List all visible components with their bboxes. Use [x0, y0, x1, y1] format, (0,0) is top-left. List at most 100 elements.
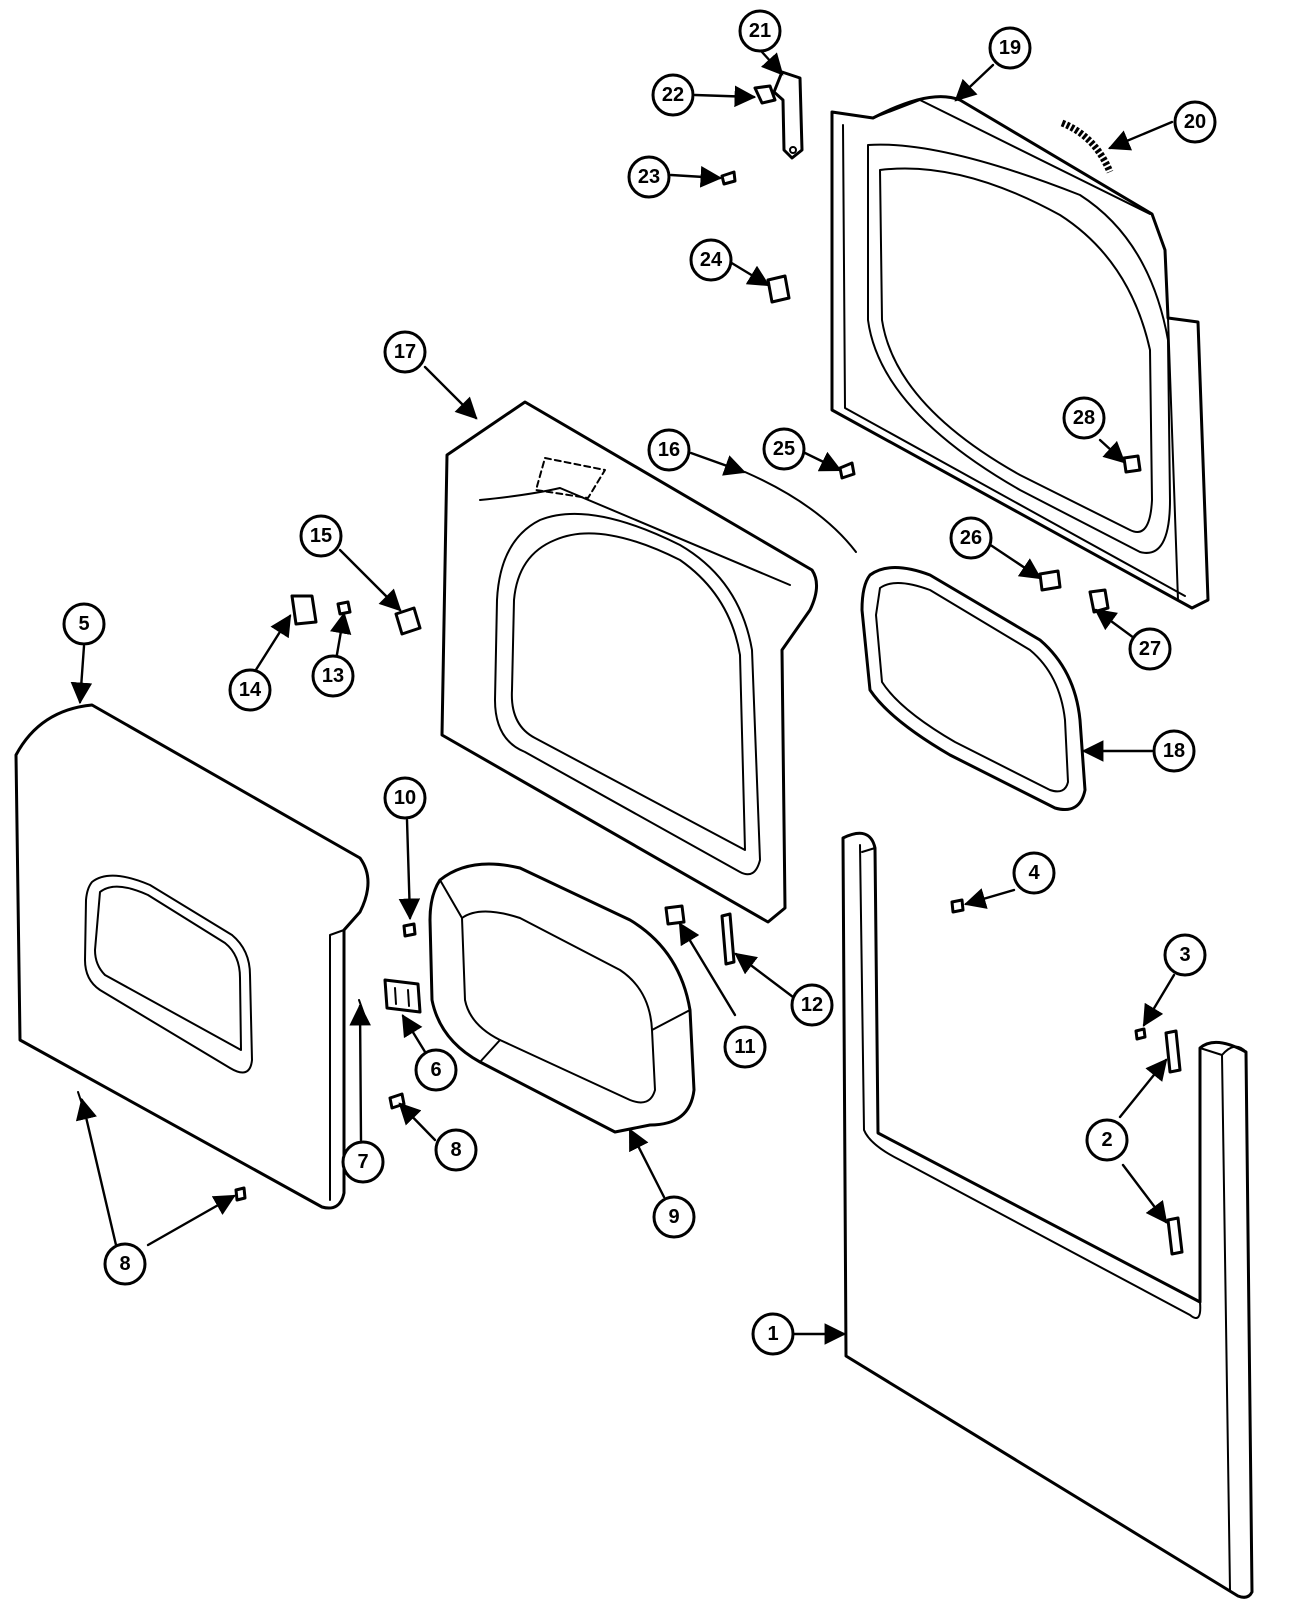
hinge-plate-14 — [290, 594, 318, 626]
leader-21 — [760, 50, 784, 76]
callout-27[interactable]: 27 — [1128, 627, 1172, 671]
bracket-21 — [772, 70, 804, 160]
svg-text:14: 14 — [239, 679, 262, 701]
screw-4 — [950, 898, 965, 914]
callout-26[interactable]: 26 — [949, 516, 993, 560]
leader-8-left — [75, 1097, 118, 1247]
callouts: 1 2 3 4 5 6 7 8 8 9 10 11 12 13 14 15 16… — [62, 9, 1217, 1356]
callout-20[interactable]: 20 — [1173, 100, 1217, 144]
switch-27 — [1088, 588, 1110, 614]
leader-26 — [987, 542, 1042, 580]
inner-door-frame — [440, 400, 818, 924]
leader-23 — [669, 166, 723, 188]
leader-7 — [349, 1003, 371, 1142]
svg-text:22: 22 — [662, 84, 684, 106]
callout-16[interactable]: 16 — [647, 428, 691, 472]
svg-text:16: 16 — [658, 439, 680, 461]
svg-text:3: 3 — [1179, 944, 1190, 966]
callout-8-center[interactable]: 8 — [434, 1128, 478, 1172]
svg-text:7: 7 — [357, 1151, 368, 1173]
front-bulkhead — [830, 95, 1210, 610]
callout-22[interactable]: 22 — [651, 73, 695, 117]
callout-8-bottom[interactable]: 8 — [103, 1242, 147, 1286]
leader-14 — [250, 614, 292, 678]
leader-3 — [1142, 973, 1176, 1027]
leader-2-lower — [1121, 1163, 1168, 1224]
door-seal-ring — [428, 862, 696, 1134]
clip-26 — [1038, 569, 1062, 592]
callout-19[interactable]: 19 — [988, 26, 1032, 70]
callout-23[interactable]: 23 — [627, 155, 671, 199]
callout-21[interactable]: 21 — [738, 9, 782, 53]
leader-28 — [1098, 438, 1126, 464]
svg-text:12: 12 — [801, 994, 823, 1016]
leader-10 — [398, 818, 421, 921]
leader-lines — [70, 50, 1176, 1345]
door-screw-bottom — [234, 1186, 247, 1202]
callout-17[interactable]: 17 — [383, 330, 427, 374]
leader-15 — [338, 548, 402, 612]
panel-bracket-lower — [1166, 1216, 1184, 1256]
felt-seal-16 — [744, 471, 857, 553]
callout-5[interactable]: 5 — [62, 602, 106, 646]
callout-1[interactable]: 1 — [751, 1312, 795, 1356]
bracket-12 — [720, 912, 736, 966]
leader-5 — [70, 644, 93, 705]
svg-text:23: 23 — [638, 166, 660, 188]
clip-22 — [753, 84, 777, 105]
svg-text:20: 20 — [1184, 111, 1206, 133]
callout-28[interactable]: 28 — [1062, 396, 1106, 440]
callout-14[interactable]: 14 — [228, 668, 272, 712]
svg-text:26: 26 — [960, 527, 982, 549]
callout-9[interactable]: 9 — [652, 1195, 696, 1239]
leader-20 — [1108, 120, 1174, 151]
clip-24 — [766, 274, 791, 304]
callout-11[interactable]: 11 — [723, 1025, 767, 1069]
glide-strip — [1060, 119, 1114, 174]
callout-25[interactable]: 25 — [762, 427, 806, 471]
callout-13[interactable]: 13 — [311, 654, 355, 698]
svg-text:28: 28 — [1073, 407, 1095, 429]
callout-6[interactable]: 6 — [414, 1048, 458, 1092]
callout-3[interactable]: 3 — [1163, 933, 1207, 977]
leader-9 — [628, 1128, 666, 1199]
svg-text:21: 21 — [749, 20, 771, 42]
leader-24 — [728, 260, 770, 287]
svg-text:24: 24 — [700, 249, 723, 271]
callout-4[interactable]: 4 — [1012, 851, 1056, 895]
svg-text:9: 9 — [668, 1206, 679, 1228]
door-assembly — [14, 703, 370, 1210]
leader-16 — [689, 451, 747, 476]
svg-text:8: 8 — [119, 1253, 130, 1275]
callout-18[interactable]: 18 — [1152, 729, 1196, 773]
svg-text:2: 2 — [1101, 1129, 1112, 1151]
callout-15[interactable]: 15 — [299, 514, 343, 558]
svg-text:19: 19 — [999, 37, 1021, 59]
front-bulkhead-gasket — [860, 566, 1087, 811]
svg-text:18: 18 — [1163, 740, 1185, 762]
svg-text:6: 6 — [430, 1059, 441, 1081]
callout-2[interactable]: 2 — [1085, 1118, 1129, 1162]
leader-8-center — [398, 1102, 437, 1142]
svg-text:10: 10 — [394, 787, 416, 809]
svg-text:5: 5 — [78, 613, 89, 635]
svg-text:4: 4 — [1028, 862, 1040, 884]
svg-text:27: 27 — [1139, 638, 1161, 660]
svg-text:11: 11 — [734, 1036, 755, 1058]
callout-12[interactable]: 12 — [790, 983, 834, 1027]
callout-10[interactable]: 10 — [383, 776, 427, 820]
leader-19 — [954, 63, 995, 102]
leader-4 — [963, 888, 1016, 909]
svg-text:25: 25 — [773, 438, 795, 460]
svg-text:1: 1 — [767, 1323, 778, 1345]
front-panel-assembly — [841, 831, 1254, 1599]
screw-3 — [1134, 1027, 1147, 1041]
leader-17 — [423, 365, 478, 420]
nut-13 — [336, 600, 352, 616]
leader-11 — [678, 922, 737, 1017]
callout-7[interactable]: 7 — [341, 1140, 385, 1184]
leader-22 — [693, 85, 757, 108]
callout-24[interactable]: 24 — [689, 238, 733, 282]
